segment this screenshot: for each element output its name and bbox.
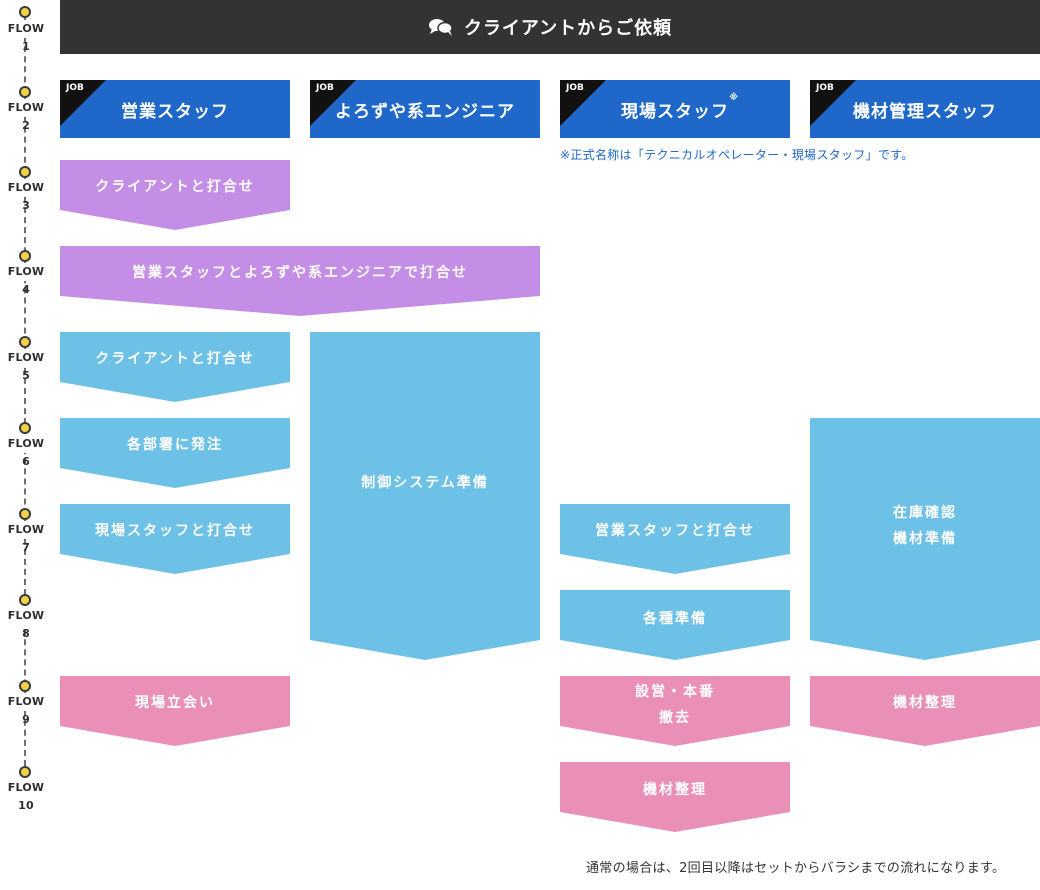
flow-label-10: FLOW 10 <box>2 779 50 812</box>
footnote-mark: ※ <box>729 92 739 103</box>
task-label: 機材整理 <box>643 782 707 798</box>
timeline-dot <box>19 422 31 434</box>
job-box-sales: JOB 営業スタッフ <box>60 80 290 138</box>
task-label-line1: 在庫確認 <box>893 505 957 521</box>
job-title: 機材管理スタッフ <box>853 101 997 122</box>
task-label-line2: 撤去 <box>659 710 691 726</box>
timeline-dot <box>19 336 31 348</box>
job-corner-triangle <box>810 80 856 126</box>
timeline-dot <box>19 166 31 178</box>
flow-label-1: FLOW 1 <box>2 20 50 53</box>
task-flow9-sales: 現場立会い <box>60 676 290 746</box>
job-title-text: 現場スタッフ <box>621 101 729 122</box>
task-label-line2: 機材準備 <box>893 531 957 547</box>
header-title: クライアントからご依頼 <box>463 18 673 39</box>
flow-label-9: FLOW 9 <box>2 693 50 726</box>
timeline-dot <box>19 86 31 98</box>
task-flow5-sales: クライアントと打合せ <box>60 332 290 402</box>
task-label: 現場立会い <box>135 695 215 711</box>
task-label: 機材整理 <box>893 695 957 711</box>
task-equipment-prep: 在庫確認 機材準備 <box>810 418 1040 660</box>
field-staff-footnote: ※正式名称は「テクニカルオペレーター・現場スタッフ」です。 <box>560 148 914 162</box>
task-label: 現場スタッフと打合せ <box>95 523 255 539</box>
task-label: 制御システム準備 <box>361 475 489 491</box>
task-label: クライアントと打合せ <box>95 351 255 367</box>
chat-bubbles-icon <box>428 17 454 37</box>
task-flow8-field: 各種準備 <box>560 590 790 660</box>
job-tag: JOB <box>316 83 334 93</box>
task-label: 各種準備 <box>643 611 707 627</box>
job-tag: JOB <box>66 83 84 93</box>
bottom-note: 通常の場合は、2回目以降はセットからバラシまでの流れになります。 <box>586 861 1006 876</box>
task-label: クライアントと打合せ <box>95 179 255 195</box>
header-bar: クライアントからご依頼 <box>60 0 1040 54</box>
job-box-engineer: JOB よろずや系エンジニア <box>310 80 540 138</box>
timeline-dot <box>19 508 31 520</box>
timeline-dot <box>19 766 31 778</box>
job-corner-triangle <box>310 80 356 126</box>
task-label: 営業スタッフとよろずや系エンジニアで打合せ <box>132 265 468 281</box>
job-title: 現場スタッフ※ <box>621 93 738 122</box>
task-flow6-sales: 各部署に発注 <box>60 418 290 488</box>
task-label-line1: 設営・本番 <box>635 684 715 700</box>
flow-label-4: FLOW 4 <box>2 263 50 296</box>
timeline-dot <box>19 594 31 606</box>
timeline-dot <box>19 250 31 262</box>
task-flow7-field: 営業スタッフと打合せ <box>560 504 790 574</box>
task-flow9-field: 設営・本番 撤去 <box>560 676 790 746</box>
task-engineer-control-system: 制御システム準備 <box>310 332 540 660</box>
task-flow10-field: 機材整理 <box>560 762 790 832</box>
timeline-dot <box>19 6 31 18</box>
job-tag: JOB <box>566 83 584 93</box>
flow-label-2: FLOW 2 <box>2 99 50 132</box>
flow-label-5: FLOW 5 <box>2 349 50 382</box>
task-flow3-sales: クライアントと打合せ <box>60 160 290 230</box>
job-corner-triangle <box>60 80 106 126</box>
job-box-field-staff: JOB 現場スタッフ※ <box>560 80 790 138</box>
task-flow7-sales: 現場スタッフと打合せ <box>60 504 290 574</box>
flow-label-7: FLOW 7 <box>2 521 50 554</box>
job-box-equipment: JOB 機材管理スタッフ <box>810 80 1040 138</box>
job-tag: JOB <box>816 83 834 93</box>
timeline-dot <box>19 680 31 692</box>
task-label: 各部署に発注 <box>127 437 223 453</box>
flow-label-8: FLOW 8 <box>2 607 50 640</box>
task-flow9-equipment: 機材整理 <box>810 676 1040 746</box>
job-title: 営業スタッフ <box>121 101 229 122</box>
flow-label-3: FLOW 3 <box>2 179 50 212</box>
timeline-line <box>24 16 26 776</box>
task-label: 営業スタッフと打合せ <box>595 523 755 539</box>
job-corner-triangle <box>560 80 606 126</box>
job-title: よろずや系エンジニア <box>335 101 515 122</box>
task-flow4-joint: 営業スタッフとよろずや系エンジニアで打合せ <box>60 246 540 316</box>
flow-label-6: FLOW 6 <box>2 435 50 468</box>
